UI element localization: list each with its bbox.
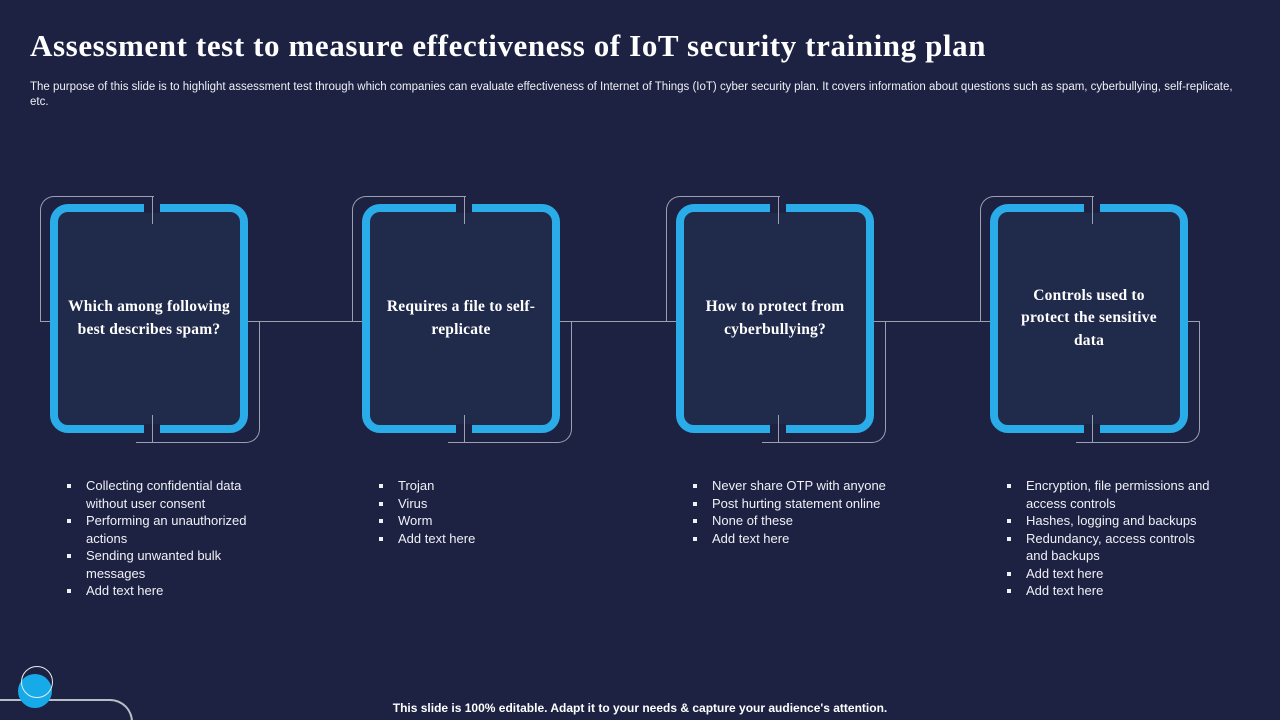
option-item: Collecting confidential data without use… — [64, 477, 274, 512]
circuit-jog-left — [666, 321, 676, 322]
option-item: Add text here — [64, 582, 274, 600]
footer-note: This slide is 100% editable. Adapt it to… — [392, 701, 888, 715]
question-column-4: Controls used to protect the sensitive d… — [980, 196, 1210, 616]
option-item: Virus — [376, 495, 586, 513]
slide-subtitle: The purpose of this slide is to highligh… — [30, 81, 1233, 108]
circuit-stub-top — [152, 196, 153, 224]
circuit-corner-top-left — [352, 196, 466, 322]
option-item: Add text here — [1004, 565, 1214, 583]
option-item: Trojan — [376, 477, 586, 495]
question-card: Controls used to protect the sensitive d… — [990, 204, 1188, 433]
circuit-stub-top — [1092, 196, 1093, 224]
circuit-jog-right — [874, 321, 886, 322]
circuit-stub-top — [778, 196, 779, 224]
options-list: Collecting confidential data without use… — [64, 477, 274, 600]
option-item: Worm — [376, 512, 586, 530]
circuit-corner-bottom-right — [448, 321, 572, 443]
circuit-jog-right — [1188, 321, 1200, 322]
question-column-3: How to protect from cyberbullying? Never… — [666, 196, 886, 616]
circuit-corner-top-left — [666, 196, 780, 322]
circuit-corner-top-left — [980, 196, 1094, 322]
question-card: Requires a file to self-replicate — [362, 204, 560, 433]
circuit-corner-bottom-right — [136, 321, 260, 443]
option-item: Hashes, logging and backups — [1004, 512, 1214, 530]
slide-title: Assessment test to measure effectiveness… — [30, 28, 987, 63]
circuit-stub-bottom — [1092, 415, 1093, 443]
question-text: Which among following best describes spa… — [68, 298, 230, 338]
option-item: Post hurting statement online — [690, 495, 900, 513]
options-list: Never share OTP with anyone Post hurting… — [690, 477, 900, 547]
question-text: Requires a file to self-replicate — [386, 298, 536, 338]
option-item: Never share OTP with anyone — [690, 477, 900, 495]
options-list: Trojan Virus Worm Add text here — [376, 477, 586, 547]
option-item: Sending unwanted bulk messages — [64, 547, 274, 582]
question-column-2: Requires a file to self-replicate Trojan… — [352, 196, 572, 616]
circuit-stub-bottom — [464, 415, 465, 443]
circuit-stub-bottom — [778, 415, 779, 443]
options-list: Encryption, file permissions and access … — [1004, 477, 1214, 600]
circuit-stub-top — [464, 196, 465, 224]
question-card: How to protect from cyberbullying? — [676, 204, 874, 433]
option-item: Add text here — [376, 530, 586, 548]
circuit-corner-bottom-right — [762, 321, 886, 443]
circuit-jog-left — [352, 321, 362, 322]
option-item: Redundancy, access controls and backups — [1004, 530, 1214, 565]
question-text: How to protect from cyberbullying? — [705, 298, 845, 338]
option-item: None of these — [690, 512, 900, 530]
circuit-corner-top-left — [40, 196, 154, 322]
question-card: Which among following best describes spa… — [50, 204, 248, 433]
option-item: Performing an unauthorized actions — [64, 512, 274, 547]
question-text: Controls used to protect the sensitive d… — [1021, 286, 1157, 349]
option-item: Add text here — [1004, 582, 1214, 600]
circuit-jog-right — [560, 321, 572, 322]
circuit-jog-left — [40, 321, 50, 322]
connector-line-3 — [874, 321, 990, 322]
connector-line-2 — [560, 321, 676, 322]
option-item: Add text here — [690, 530, 900, 548]
connector-line-1 — [248, 321, 362, 322]
circuit-corner-bottom-right — [1076, 321, 1200, 443]
circuit-jog-left — [980, 321, 990, 322]
option-item: Encryption, file permissions and access … — [1004, 477, 1214, 512]
ring-decoration — [21, 666, 53, 698]
question-column-1: Which among following best describes spa… — [40, 196, 260, 616]
circuit-stub-bottom — [152, 415, 153, 443]
circuit-jog-right — [248, 321, 260, 322]
